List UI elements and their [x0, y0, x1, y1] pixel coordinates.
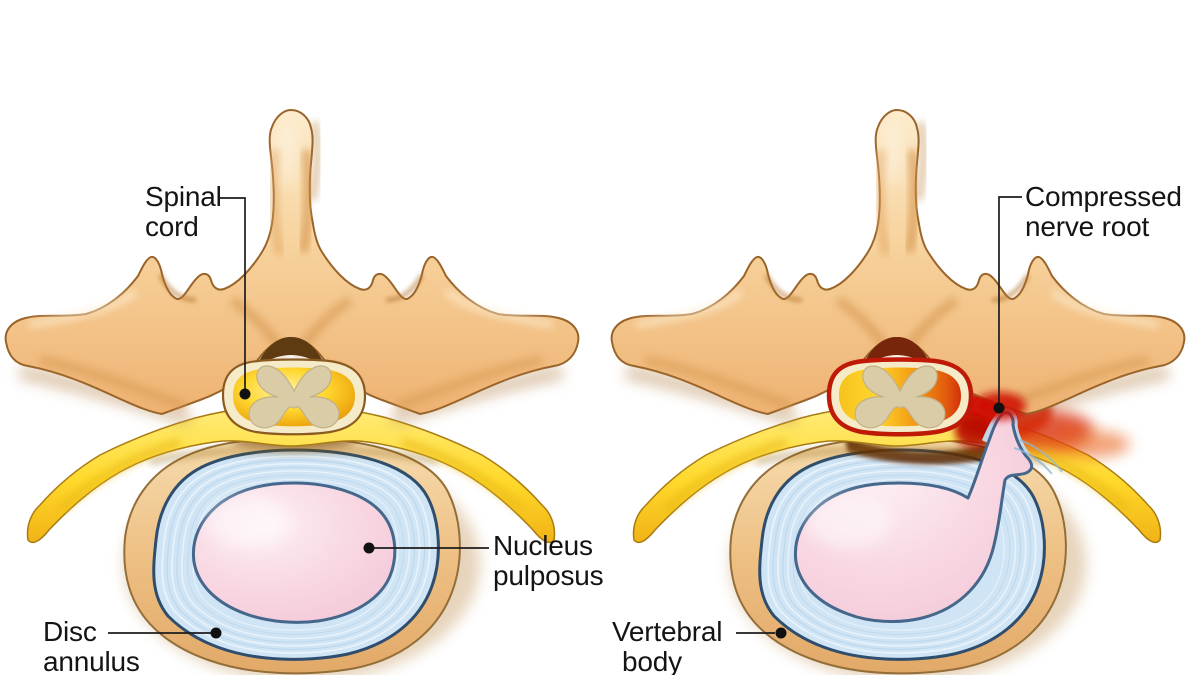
spinous-shadow	[307, 121, 322, 201]
panel-normal-disc	[4, 109, 580, 675]
leader-nucleus-pulposus	[363, 542, 489, 554]
annulus-layer-line	[1013, 447, 1053, 475]
leader-vertebral-body	[736, 627, 787, 639]
label-disc-annulus-line2: annulus	[43, 646, 140, 675]
label-disc-annulus-line1: Disc	[43, 616, 97, 647]
label-nucleus-pulposus-line2: pulposus	[493, 560, 604, 591]
panel-herniated-disc	[610, 109, 1186, 675]
label-nucleus-pulposus: Nucleus pulposus	[493, 530, 604, 591]
nucleus-highlight	[206, 496, 290, 548]
spinal-cord-compressed	[829, 360, 971, 435]
spinous-shadow	[913, 121, 928, 201]
annulus-layer-line	[1019, 439, 1063, 473]
intervertebral-disc-normal	[123, 437, 461, 675]
label-spinal-cord-line1: Spinal	[145, 181, 222, 212]
label-vertebral-body-line2: body	[622, 646, 682, 675]
label-spinal-cord-line2: cord	[145, 211, 199, 242]
label-compressed-nerve-root: Compressed nerve root	[1025, 182, 1182, 242]
label-vertebral-body: Vertebral body	[612, 617, 722, 675]
label-compressed-nerve-root-line1: Compressed	[1025, 181, 1182, 212]
spinal-nerve-roots	[26, 405, 556, 544]
canal-floor-shadow	[844, 436, 1003, 465]
label-nucleus-pulposus-line1: Nucleus	[493, 530, 593, 561]
label-compressed-nerve-root-line2: nerve root	[1025, 211, 1150, 242]
leader-compressed-nerve-root	[993, 196, 1022, 414]
label-vertebral-body-line1: Vertebral	[612, 616, 723, 647]
label-disc-annulus: Disc annulus	[43, 617, 140, 675]
leader-disc-annulus	[108, 627, 222, 639]
leader-spinal-cord	[219, 197, 251, 400]
nucleus-highlight	[807, 496, 891, 548]
leader-lines	[108, 196, 1022, 639]
label-spinal-cord: Spinal cord	[145, 182, 222, 242]
